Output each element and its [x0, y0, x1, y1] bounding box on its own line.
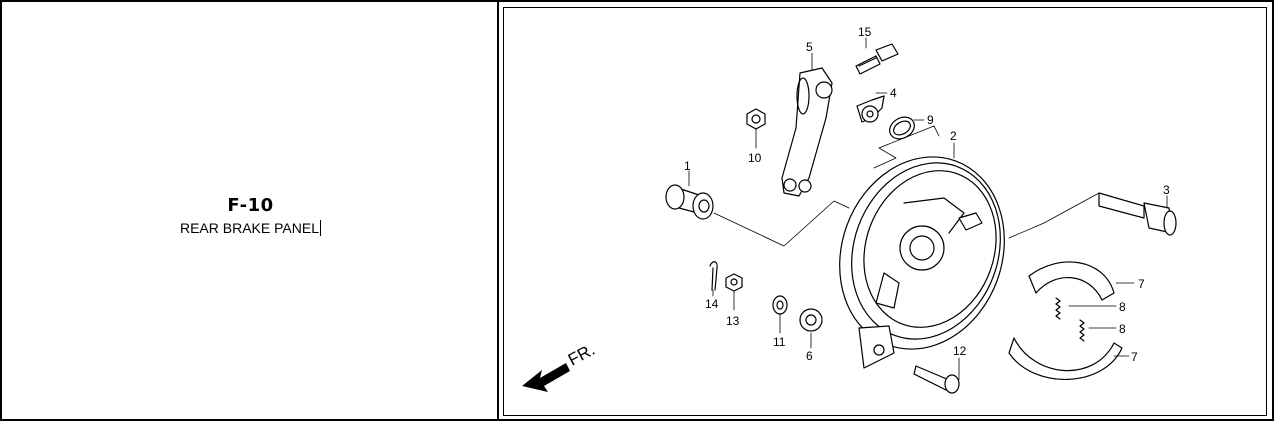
- assembly-lines: [713, 125, 1100, 247]
- callout-number: 7: [1138, 277, 1145, 291]
- callout-number: 5: [806, 40, 813, 54]
- section-panel: F-10 REAR BRAKE PANEL: [0, 0, 497, 421]
- part-oring: [889, 116, 915, 140]
- callout-number: 14: [705, 297, 719, 311]
- part-nut: [746, 108, 766, 130]
- callout-number: 8: [1119, 322, 1126, 336]
- part-brake-shoe-lower: [1008, 337, 1123, 381]
- callout-number: 9: [927, 113, 934, 127]
- section-title-text: REAR BRAKE PANEL: [179, 220, 319, 236]
- part-spring-lower: [1079, 319, 1085, 342]
- callout-leaders: [688, 37, 1168, 381]
- section-title[interactable]: REAR BRAKE PANEL: [2, 220, 499, 236]
- arrow-icon: [522, 363, 570, 392]
- part-bolt-top: [855, 43, 899, 75]
- callout-number: 12: [953, 344, 967, 358]
- section-code: F-10: [227, 195, 274, 216]
- part-cotter-pin: [709, 261, 718, 291]
- part-brake-panel: [839, 156, 1005, 369]
- callout-number: 6: [806, 349, 813, 363]
- callout-number: 3: [1163, 183, 1170, 197]
- callout-number: 7: [1131, 350, 1138, 364]
- part-cam-shaft: [1098, 192, 1177, 236]
- callout-number: 10: [748, 151, 762, 165]
- callout-number: 1: [684, 159, 691, 173]
- direction-label: FR.: [565, 340, 598, 370]
- callout-number: 4: [890, 86, 897, 100]
- callout-number: 13: [726, 314, 740, 328]
- part-indicator-plate: [856, 95, 885, 123]
- callout-number: 8: [1119, 300, 1126, 314]
- part-brake-arm: [781, 67, 833, 197]
- diagram-frame: FR. 1 2 3 4 5 6 7 7 8 8 9 10 11: [503, 7, 1267, 416]
- callout-number: 15: [858, 25, 872, 39]
- callout-number: 11: [773, 335, 786, 349]
- part-washer: [772, 295, 788, 315]
- part-collar: [665, 184, 714, 220]
- part-spring-upper: [1055, 297, 1061, 320]
- part-bolt-bottom: [913, 365, 960, 394]
- part-small-nut: [725, 273, 743, 292]
- callout-numbers: 1 2 3 4 5 6 7 7 8 8 9 10 11 12 13 14 15: [684, 25, 1170, 364]
- part-bearing: [799, 308, 823, 332]
- text-cursor: [320, 220, 321, 236]
- part-brake-shoe-upper: [1028, 261, 1115, 301]
- exploded-parts-diagram: FR. 1 2 3 4 5 6 7 7 8 8 9 10 11: [522, 25, 1177, 394]
- diagram-panel: FR. 1 2 3 4 5 6 7 7 8 8 9 10 11: [497, 0, 1274, 421]
- direction-arrow: FR.: [522, 340, 598, 392]
- callout-number: 2: [950, 129, 957, 143]
